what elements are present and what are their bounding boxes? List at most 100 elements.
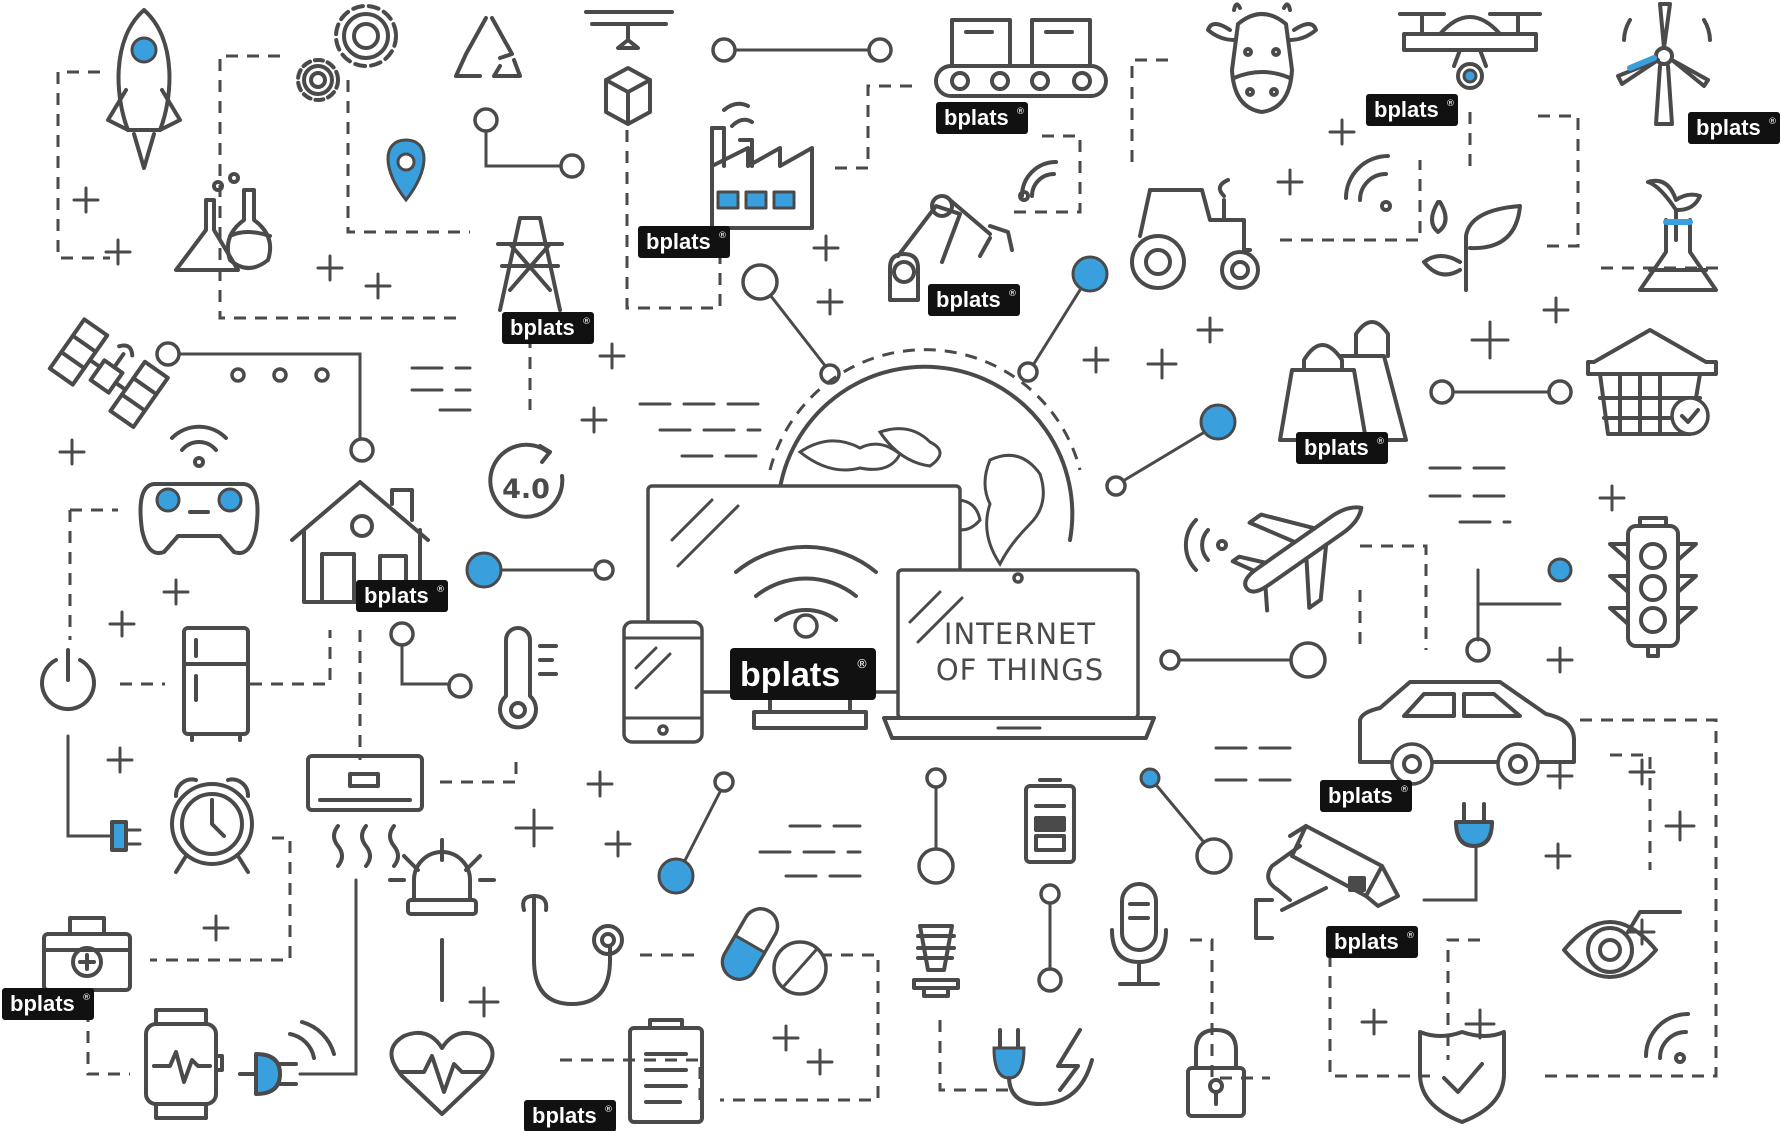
watermark-badge: bplats ® <box>638 226 730 258</box>
watermark-badge: bplats ® <box>1688 112 1780 144</box>
watermark-label: bplats <box>1328 783 1393 808</box>
watermark-badge: bplats ® <box>524 1100 616 1131</box>
location-pin-icon <box>386 138 426 203</box>
rocket-icon <box>106 8 182 170</box>
thermometer-icon <box>498 626 558 730</box>
smartwatch-icon <box>144 1008 224 1120</box>
wind-turbine-icon <box>1616 2 1712 126</box>
eye-icon <box>1562 910 1682 979</box>
plug-left-icon <box>238 1020 336 1096</box>
power-button-icon <box>40 648 96 711</box>
center-title-line1: INTERNET <box>944 617 1096 651</box>
watermark-label: bplats <box>364 583 429 608</box>
watermark-mark: ® <box>604 1105 613 1115</box>
plug-lightning-icon <box>992 1028 1094 1106</box>
wifi-icon <box>734 544 878 622</box>
power-tower-icon <box>496 216 564 312</box>
center-brand-badge <box>730 648 876 700</box>
shield-check-icon <box>1418 1030 1506 1124</box>
watermark-label: bplats <box>1374 97 1439 122</box>
watermark-mark: ® <box>1446 99 1455 109</box>
3d-printer-icon <box>584 10 674 126</box>
watermark-label: bplats <box>646 229 711 254</box>
watermark-badge: bplats ® <box>1326 926 1418 958</box>
electric-plug-icon <box>1454 802 1494 848</box>
plant-icon <box>1422 200 1522 292</box>
wifi-icon <box>1018 154 1690 1064</box>
shopping-bags-icon <box>1278 320 1408 442</box>
watermark-mark: ® <box>436 585 445 595</box>
robot-arm-icon <box>888 194 1014 302</box>
plant-flask-icon <box>1638 178 1718 292</box>
watermark-badge: bplats ® <box>356 580 448 612</box>
watermark-mark: ® <box>1016 107 1025 117</box>
light-bulb-icon <box>912 924 960 998</box>
security-camera-icon <box>1254 824 1400 940</box>
watermark-badges: bplats®bplats®bplats®bplats®bplats®bplat… <box>2 94 1780 1131</box>
recycle-icon <box>454 16 522 78</box>
watermark-badge: bplats ® <box>1296 432 1388 464</box>
watermark-label: bplats <box>10 991 75 1016</box>
watermark-badge: bplats ® <box>1320 780 1412 812</box>
car-icon <box>1358 680 1576 786</box>
air-conditioner-icon <box>306 754 424 868</box>
padlock-icon <box>1186 1028 1246 1118</box>
satellite-icon <box>47 317 170 430</box>
stethoscope-icon <box>521 894 624 1006</box>
lab-flasks-icon <box>174 172 273 272</box>
pills-icon <box>720 907 828 996</box>
airplane-signal-icon <box>1183 518 1228 572</box>
watermark-badge: bplats ® <box>1366 94 1458 126</box>
watermark-label: bplats <box>1696 115 1761 140</box>
watermark-mark: ® <box>1008 289 1017 299</box>
tractor-icon <box>1130 178 1260 290</box>
watermark-mark: ® <box>582 317 591 327</box>
watermark-mark: ® <box>1400 785 1409 795</box>
battery-icon <box>1024 778 1076 864</box>
watermark-mark: ® <box>1406 931 1415 941</box>
watermark-mark: ® <box>1376 437 1385 447</box>
airplane-icon <box>1230 505 1364 613</box>
watermark-label: bplats <box>532 1103 597 1128</box>
drone-icon <box>1398 12 1542 90</box>
watermark-label: bplats <box>944 105 1009 130</box>
heart-rate-icon <box>389 1031 495 1116</box>
first-aid-kit-icon <box>42 916 132 992</box>
industry-4-icon: 4.0 <box>488 442 565 519</box>
gamepad-wifi-icon <box>170 424 228 468</box>
alarm-clock-icon <box>170 777 254 874</box>
gamepad-icon <box>138 482 260 555</box>
watermark-badge: bplats ® <box>928 284 1020 316</box>
center-brand-mark: ® <box>856 657 868 671</box>
cow-icon <box>1206 2 1318 114</box>
watermark-badge: bplats ® <box>502 312 594 344</box>
conveyor-belt-icon <box>934 18 1108 98</box>
fridge-icon <box>182 626 250 742</box>
clipboard-icon <box>628 1018 704 1124</box>
sparkle-markers <box>58 118 1696 1076</box>
watermark-badge: bplats ® <box>936 102 1028 134</box>
watermark-label: bplats <box>1334 929 1399 954</box>
shopping-basket-icon <box>1586 328 1718 436</box>
watermark-mark: ® <box>718 231 727 241</box>
industry-label: 4.0 <box>502 474 550 505</box>
microphone-icon <box>1110 882 1168 986</box>
watermark-mark: ® <box>1768 117 1777 127</box>
watermark-label: bplats <box>1304 435 1369 460</box>
smartphone-icon <box>622 620 704 744</box>
dashed-connectors <box>56 54 1718 1102</box>
gears-icon <box>296 4 398 102</box>
center-globe-devices: INTERNET OF THINGS bplats ® <box>622 348 1156 744</box>
node-connectors <box>66 37 1573 1076</box>
traffic-light-icon <box>1608 516 1698 658</box>
watermark-label: bplats <box>510 315 575 340</box>
siren-icon <box>388 838 496 1002</box>
short-dash-lines <box>410 366 1512 878</box>
center-title-line2: OF THINGS <box>936 653 1104 687</box>
center-brand-label: bplats <box>740 656 840 694</box>
factory-icon <box>710 101 814 230</box>
watermark-badge: bplats ® <box>2 988 94 1020</box>
watermark-mark: ® <box>82 993 91 1003</box>
watermark-label: bplats <box>936 287 1001 312</box>
